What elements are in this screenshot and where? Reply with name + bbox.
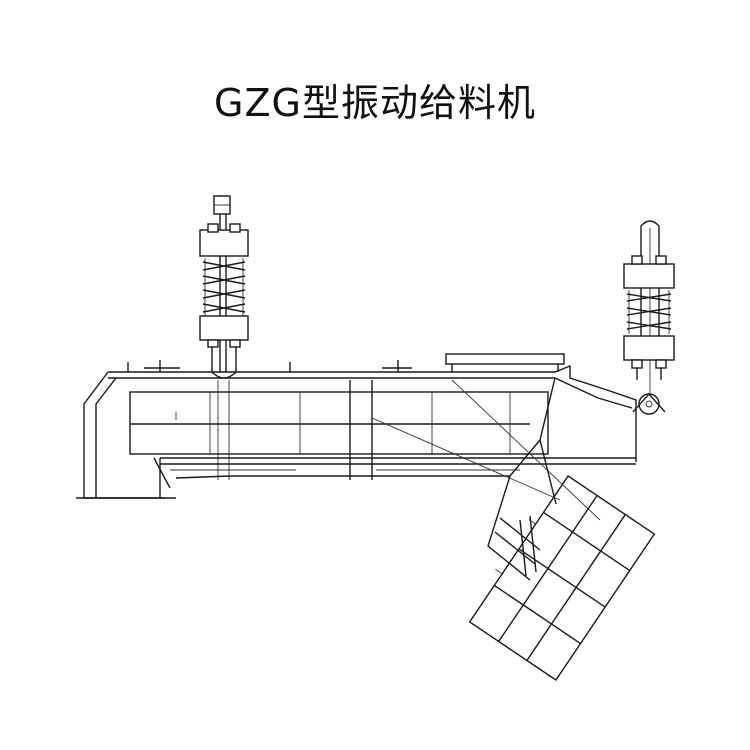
vibration-motor-panel — [468, 474, 656, 682]
left-coil-spring — [202, 258, 246, 318]
right-coil-spring — [626, 290, 672, 334]
right-spring-hanger — [623, 220, 675, 415]
left-spring-hanger — [199, 195, 249, 480]
trough-body — [76, 353, 637, 521]
drawing-title: GZG型振动给料机 — [214, 81, 536, 125]
discharge-chute — [487, 439, 557, 581]
